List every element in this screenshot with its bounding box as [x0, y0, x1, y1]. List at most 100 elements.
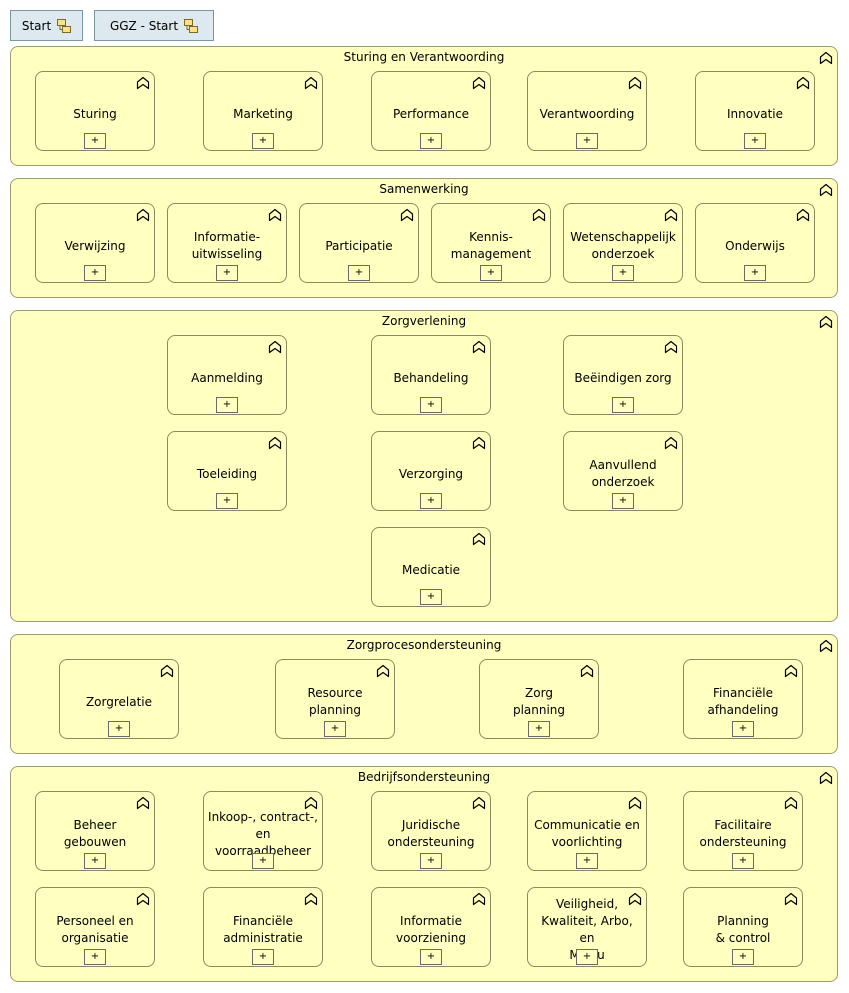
ggz-start-nav-button[interactable]: GGZ - Start: [94, 10, 214, 41]
capability-innovatie[interactable]: Innovatie +: [695, 71, 815, 151]
capability-aanmelding[interactable]: Aanmelding+: [167, 335, 287, 415]
capability-financiele-afhandeling[interactable]: Financiële afhandeling+: [683, 659, 803, 739]
capability-verwijzing[interactable]: Verwijzing+: [35, 203, 155, 283]
capability-aanvullend-onderzoek[interactable]: Aanvullend onderzoek +: [563, 431, 683, 511]
capability-icon: [664, 436, 678, 450]
capability-beheer-gebouwen[interactable]: Beheer gebouwen +: [35, 791, 155, 871]
capability-veiligheid-kwaliteit-arbo-en-milieu[interactable]: Veiligheid, Kwaliteit, Arbo, en Milieu+: [527, 887, 647, 967]
capability-participatie[interactable]: Participatie+: [299, 203, 419, 283]
capability-icon: [472, 76, 486, 90]
expand-button[interactable]: +: [324, 721, 346, 737]
expand-button[interactable]: +: [612, 397, 634, 413]
expand-button[interactable]: +: [612, 265, 634, 281]
capability-medicatie[interactable]: Medicatie +: [371, 527, 491, 607]
expand-button[interactable]: +: [420, 133, 442, 149]
expand-button[interactable]: +: [84, 949, 106, 965]
expand-button[interactable]: +: [612, 493, 634, 509]
expand-button[interactable]: +: [480, 265, 502, 281]
capability-behandeling[interactable]: Behandeling +: [371, 335, 491, 415]
expand-button[interactable]: +: [732, 949, 754, 965]
expand-button[interactable]: +: [576, 853, 598, 869]
expand-button[interactable]: +: [576, 949, 598, 965]
ggz-start-nav-label: GGZ - Start: [109, 18, 179, 33]
capability-label: Verzorging: [398, 466, 464, 481]
capability-label: Sturing: [73, 106, 117, 121]
capability-label: Veiligheid, Kwaliteit, Arbo, en Milieu: [541, 897, 633, 962]
expand-button[interactable]: +: [84, 265, 106, 281]
capability-communicatie-en-voorlichting[interactable]: Communicatie en voorlichting +: [527, 791, 647, 871]
capability-verantwoording[interactable]: Verantwoording+: [527, 71, 647, 151]
start-nav-button[interactable]: Start: [10, 10, 83, 41]
capability-icon: [160, 664, 174, 678]
expand-button[interactable]: +: [528, 721, 550, 737]
expand-button[interactable]: +: [732, 721, 754, 737]
capability-facilitaire-ondersteuning[interactable]: Facilitaire ondersteuning +: [683, 791, 803, 871]
capability-label: Beheer gebouwen: [63, 818, 127, 849]
capability-icon: [304, 892, 318, 906]
capability-informatie-uitwisseling[interactable]: Informatie- uitwisseling+: [167, 203, 287, 283]
capability-wetenschappelijk-onderzoek[interactable]: Wetenschappelijk onderzoek +: [563, 203, 683, 283]
capability-label: Innovatie: [727, 106, 783, 121]
capability-verzorging[interactable]: Verzorging +: [371, 431, 491, 511]
capability-sturing[interactable]: Sturing +: [35, 71, 155, 151]
capability-label: Medicatie: [401, 562, 461, 577]
capability-resource-planning[interactable]: Resource planning +: [275, 659, 395, 739]
model-link-icon: [184, 18, 199, 33]
group-title: Sturing en Verantwoording: [343, 50, 505, 64]
capability-beeindigen-zorg[interactable]: Beëindigen zorg +: [563, 335, 683, 415]
capability-label: Aanvullend onderzoek: [589, 458, 657, 489]
capability-label: Zorgrelatie: [85, 694, 153, 709]
capability-juridische-ondersteuning[interactable]: Juridische ondersteuning+: [371, 791, 491, 871]
capability-icon: [532, 208, 546, 222]
expand-button[interactable]: +: [216, 493, 238, 509]
group-title: Zorgverlening: [381, 314, 467, 328]
capability-informatie-voorziening[interactable]: Informatie voorziening+: [371, 887, 491, 967]
expand-button[interactable]: +: [84, 853, 106, 869]
capability-onderwijs[interactable]: Onderwijs+: [695, 203, 815, 283]
capability-label: Kennis- management: [450, 230, 532, 261]
expand-button[interactable]: +: [84, 133, 106, 149]
expand-button[interactable]: +: [732, 853, 754, 869]
capability-label: Facilitaire ondersteuning: [699, 818, 787, 849]
expand-button[interactable]: +: [420, 853, 442, 869]
capability-zorgrelatie[interactable]: Zorgrelatie +: [59, 659, 179, 739]
capability-inkoop-contract-en-voorraadbeheer[interactable]: Inkoop-, contract-, en voorraadbeheer+: [203, 791, 323, 871]
capability-planning-control[interactable]: Planning & control+: [683, 887, 803, 967]
expand-button[interactable]: +: [252, 949, 274, 965]
expand-button[interactable]: +: [420, 949, 442, 965]
capability-zorg-planning[interactable]: Zorg planning+: [479, 659, 599, 739]
expand-button[interactable]: +: [744, 265, 766, 281]
capability-marketing[interactable]: Marketing+: [203, 71, 323, 151]
expand-button[interactable]: +: [420, 493, 442, 509]
capability-label: Beëindigen zorg: [574, 370, 672, 385]
capability-label: Wetenschappelijk onderzoek: [570, 230, 676, 261]
expand-button[interactable]: +: [216, 265, 238, 281]
capability-label: Resource planning: [307, 686, 363, 717]
expand-button[interactable]: +: [108, 721, 130, 737]
expand-button[interactable]: +: [420, 397, 442, 413]
expand-button[interactable]: +: [420, 589, 442, 605]
capability-label: Performance: [392, 106, 470, 121]
expand-button[interactable]: +: [348, 265, 370, 281]
capability-icon: [796, 208, 810, 222]
capability-icon: [136, 208, 150, 222]
capability-kennis-management[interactable]: Kennis- management +: [431, 203, 551, 283]
expand-button[interactable]: +: [252, 133, 274, 149]
expand-button[interactable]: +: [216, 397, 238, 413]
expand-button[interactable]: +: [252, 853, 274, 869]
capability-icon: [136, 76, 150, 90]
capability-personeel-en-organisatie[interactable]: Personeel en organisatie +: [35, 887, 155, 967]
capability-toeleiding[interactable]: Toeleiding+: [167, 431, 287, 511]
expand-button[interactable]: +: [744, 133, 766, 149]
capability-label: Communicatie en voorlichting: [534, 818, 640, 849]
capability-performance[interactable]: Performance +: [371, 71, 491, 151]
capability-financiele-administratie[interactable]: Financiële administratie+: [203, 887, 323, 967]
capability-label: Behandeling: [393, 370, 469, 385]
capability-label: Personeel en organisatie: [56, 914, 134, 945]
expand-button[interactable]: +: [576, 133, 598, 149]
